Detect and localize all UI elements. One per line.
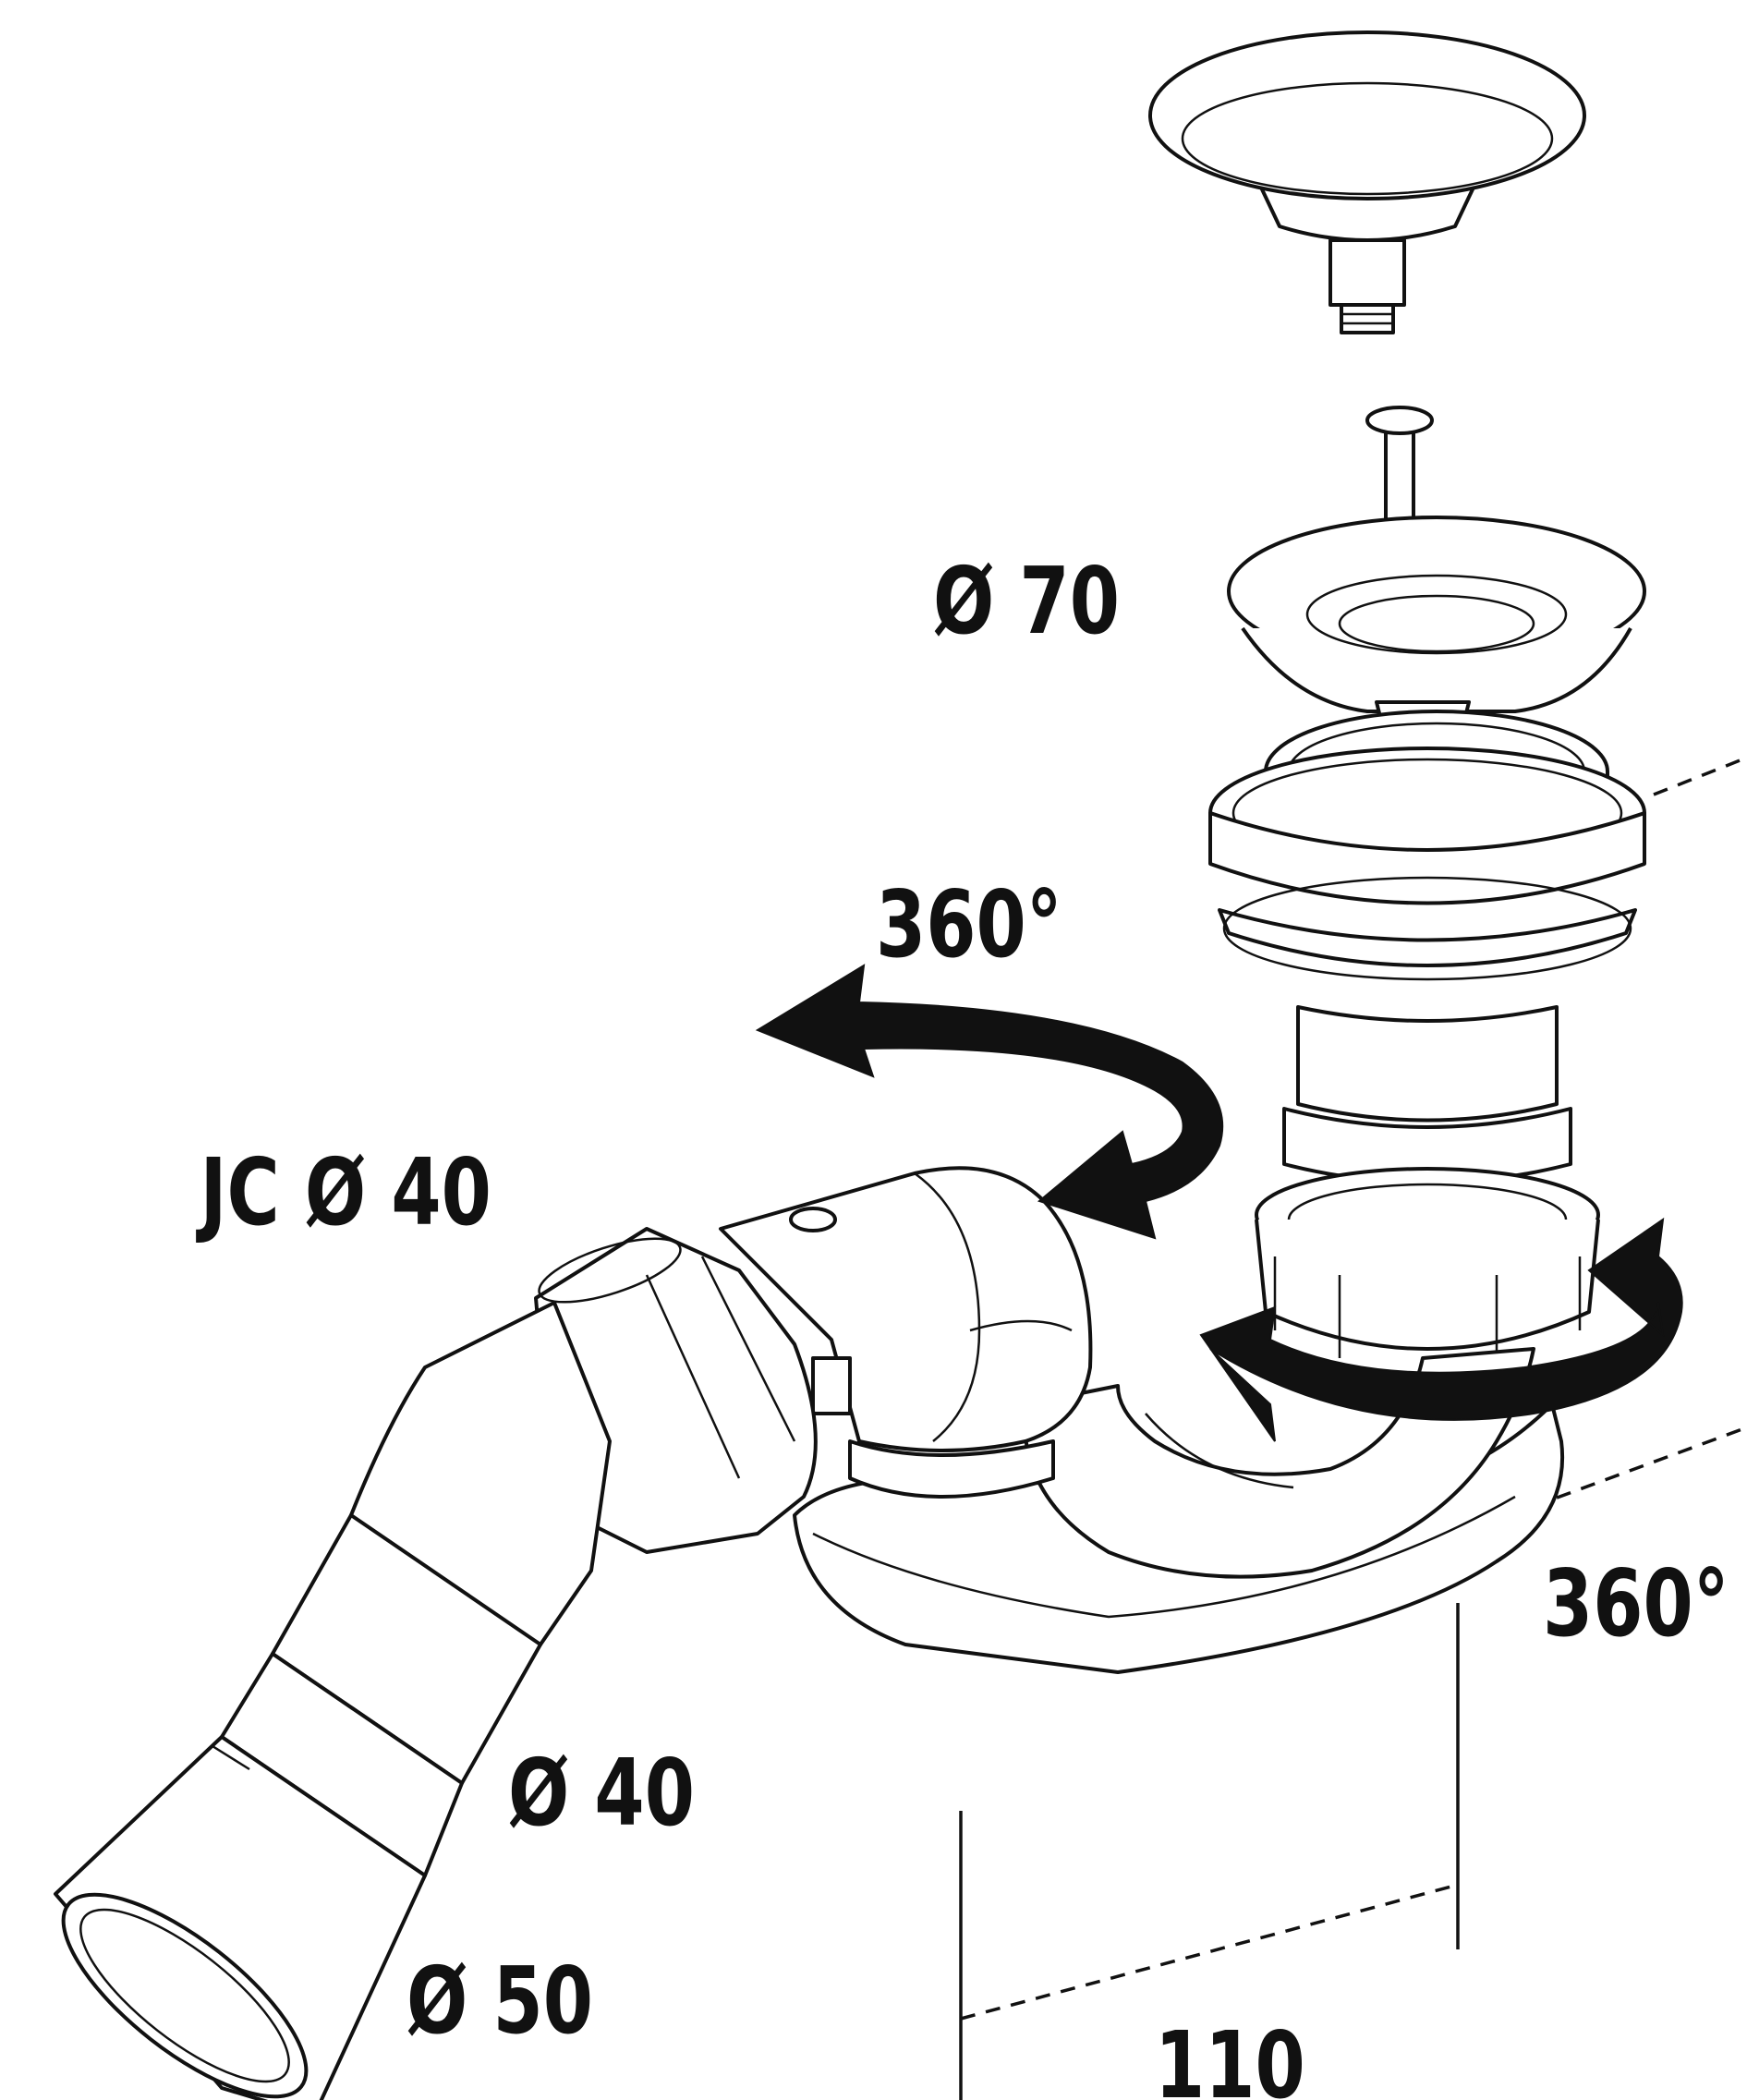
strainer-flange [1227, 406, 1646, 748]
label-lower-rotation: 360° [1543, 1551, 1729, 1658]
threaded-body [1208, 747, 1646, 1184]
label-height-dimension: 110 [1155, 2013, 1305, 2100]
label-strainer-diameter: Ø 70 [933, 549, 1120, 656]
label-outlet-diameter-50: Ø 50 [406, 1948, 593, 2056]
drain-cap [1148, 30, 1586, 334]
labels: Ø 70 360° JC Ø 40 360° Ø 40 Ø 50 110 [195, 549, 1729, 2100]
curved-double-arrow-icon [755, 964, 1224, 1240]
label-outlet-diameter-40: Ø 40 [508, 1741, 695, 1848]
lower-rotation-arrow [1199, 1217, 1683, 1442]
dimension-guides [959, 756, 1747, 2100]
curved-double-arrow-icon [1199, 1217, 1683, 1442]
label-joint-diameter: JC Ø 40 [195, 1140, 491, 1247]
label-upper-rotation: 360° [876, 872, 1062, 979]
upper-rotation-arrow [755, 964, 1224, 1240]
elbow-chamber [719, 1166, 1093, 1452]
union-nut [1255, 1167, 1600, 1358]
outlet-pipe [54, 1301, 612, 2100]
